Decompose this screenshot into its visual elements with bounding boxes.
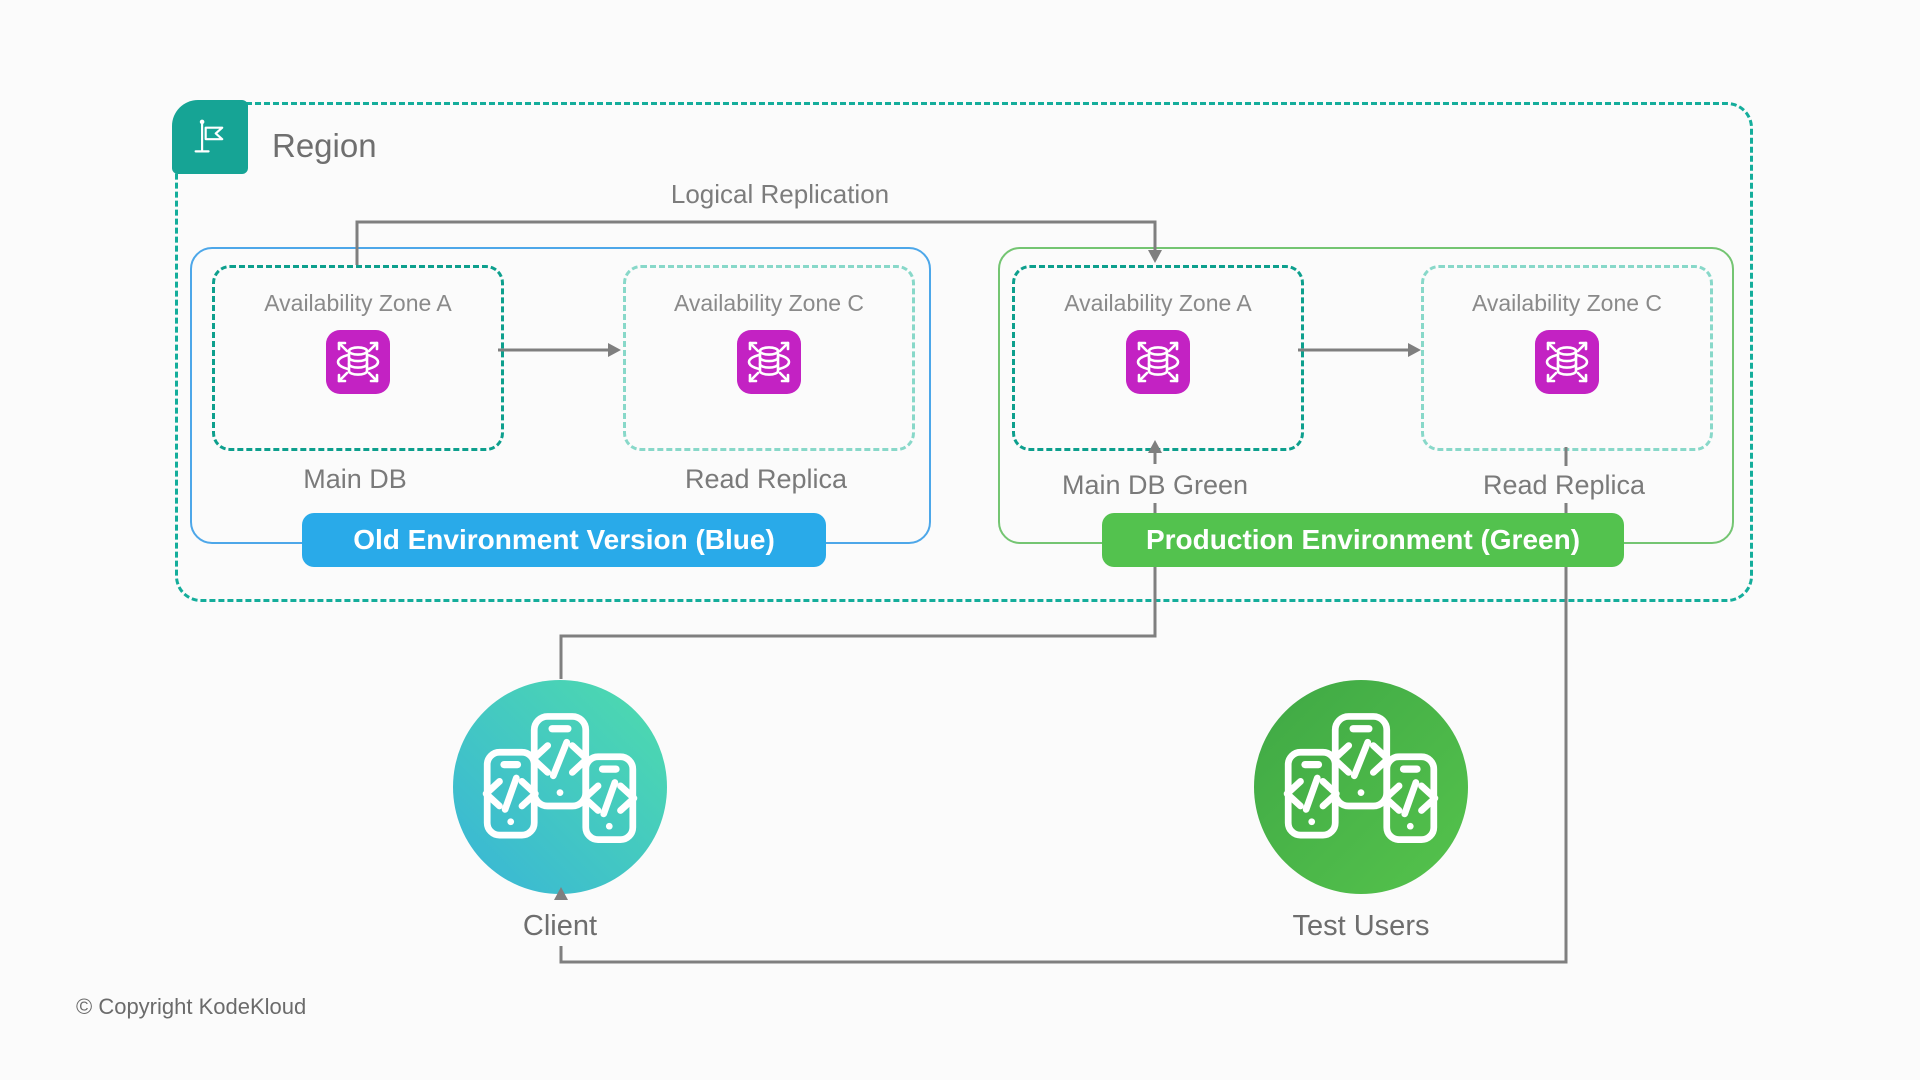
green-availability-zone-c: Availability Zone C (1421, 265, 1713, 451)
region-label: Region (272, 127, 377, 164)
zone-label: Availability Zone A (264, 290, 452, 316)
database-scaling-icon (1126, 330, 1190, 394)
copyright-text: © Copyright KodeKloud (76, 994, 307, 1019)
blue-availability-zone-c: Availability Zone C (623, 265, 915, 451)
client-circle (453, 680, 667, 894)
zone-label: Availability Zone A (1064, 290, 1252, 316)
database-scaling-icon (737, 330, 801, 394)
green-availability-zone-a: Availability Zone A (1012, 265, 1304, 451)
blue-availability-zone-a: Availability Zone A (212, 265, 504, 451)
flag-icon (187, 114, 233, 160)
zone-label: Availability Zone C (673, 290, 865, 316)
zone-label: Availability Zone C (1471, 290, 1663, 316)
green-environment-badge: Production Environment (Green) (1102, 513, 1624, 567)
region-flag-badge (172, 100, 248, 174)
mobile-devices-code-icon (476, 703, 644, 871)
database-scaling-icon (326, 330, 390, 394)
test-users-circle (1254, 680, 1468, 894)
test-users-label: Test Users (1292, 910, 1430, 942)
main-db-green-caption: Main DB Green (1061, 470, 1249, 500)
blue-environment-badge: Old Environment Version (Blue) (302, 513, 826, 567)
client-label: Client (522, 910, 598, 942)
read-replica-green-caption: Read Replica (1482, 470, 1646, 500)
database-scaling-icon (1535, 330, 1599, 394)
logical-replication-label: Logical Replication (670, 179, 890, 209)
mobile-devices-code-icon (1277, 703, 1445, 871)
read-replica-caption: Read Replica (684, 464, 848, 494)
main-db-caption: Main DB (303, 464, 407, 494)
